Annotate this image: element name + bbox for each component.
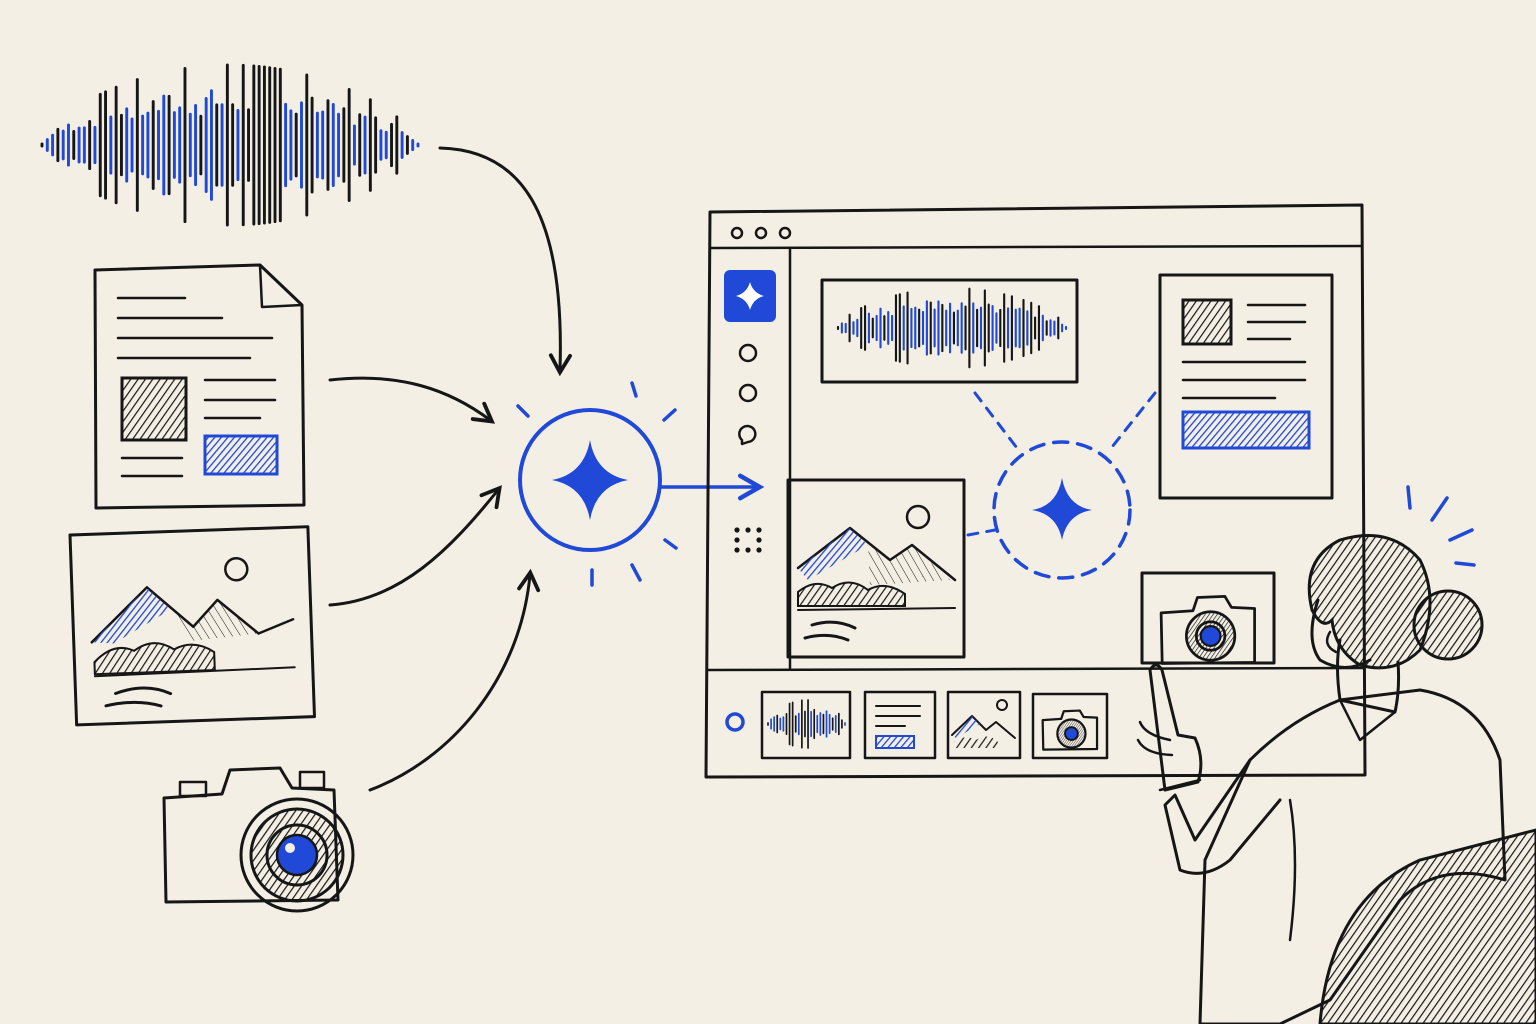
camera-icon <box>162 766 355 913</box>
thumbnail-document[interactable] <box>863 690 937 760</box>
thumbnail-camera[interactable] <box>1031 692 1109 760</box>
person-user <box>1136 485 1536 1024</box>
ai-processing-node <box>966 391 1157 580</box>
hair <box>1307 534 1432 670</box>
sidebar-circle-icon[interactable] <box>738 343 758 363</box>
ai-hub <box>516 381 765 587</box>
sidebar-chat-bubble-icon[interactable] <box>738 424 757 446</box>
hair-bun <box>1412 589 1484 661</box>
strip-circle-icon[interactable] <box>725 712 745 732</box>
chair <box>1318 828 1536 1024</box>
audio-card[interactable] <box>820 278 1079 384</box>
audio-waveform-icon <box>40 63 420 227</box>
pointing-hand <box>1148 663 1203 792</box>
sidebar-grid-icon[interactable] <box>734 527 762 553</box>
ai-sparkle-icon <box>552 440 628 520</box>
ai-sparkle-icon <box>1032 478 1092 540</box>
window-controls <box>730 226 792 240</box>
image-card[interactable] <box>786 478 966 659</box>
ai-sparkle-icon <box>736 282 764 310</box>
thumbnail-audio[interactable] <box>760 690 852 760</box>
sidebar-circle-icon[interactable] <box>738 383 758 403</box>
thumbnail-strip <box>725 690 1109 760</box>
camera-card[interactable] <box>1140 571 1276 665</box>
document-icon <box>93 263 306 510</box>
document-card[interactable] <box>1158 273 1334 500</box>
sidebar <box>724 270 776 553</box>
audio-waveform-icon <box>836 287 1068 369</box>
app-window <box>704 203 1367 779</box>
input-arrows <box>328 146 572 792</box>
audio-waveform-icon <box>767 699 846 749</box>
landscape-image-icon <box>68 525 316 727</box>
thumbnail-image[interactable] <box>946 690 1022 760</box>
hub-rays <box>516 381 678 587</box>
